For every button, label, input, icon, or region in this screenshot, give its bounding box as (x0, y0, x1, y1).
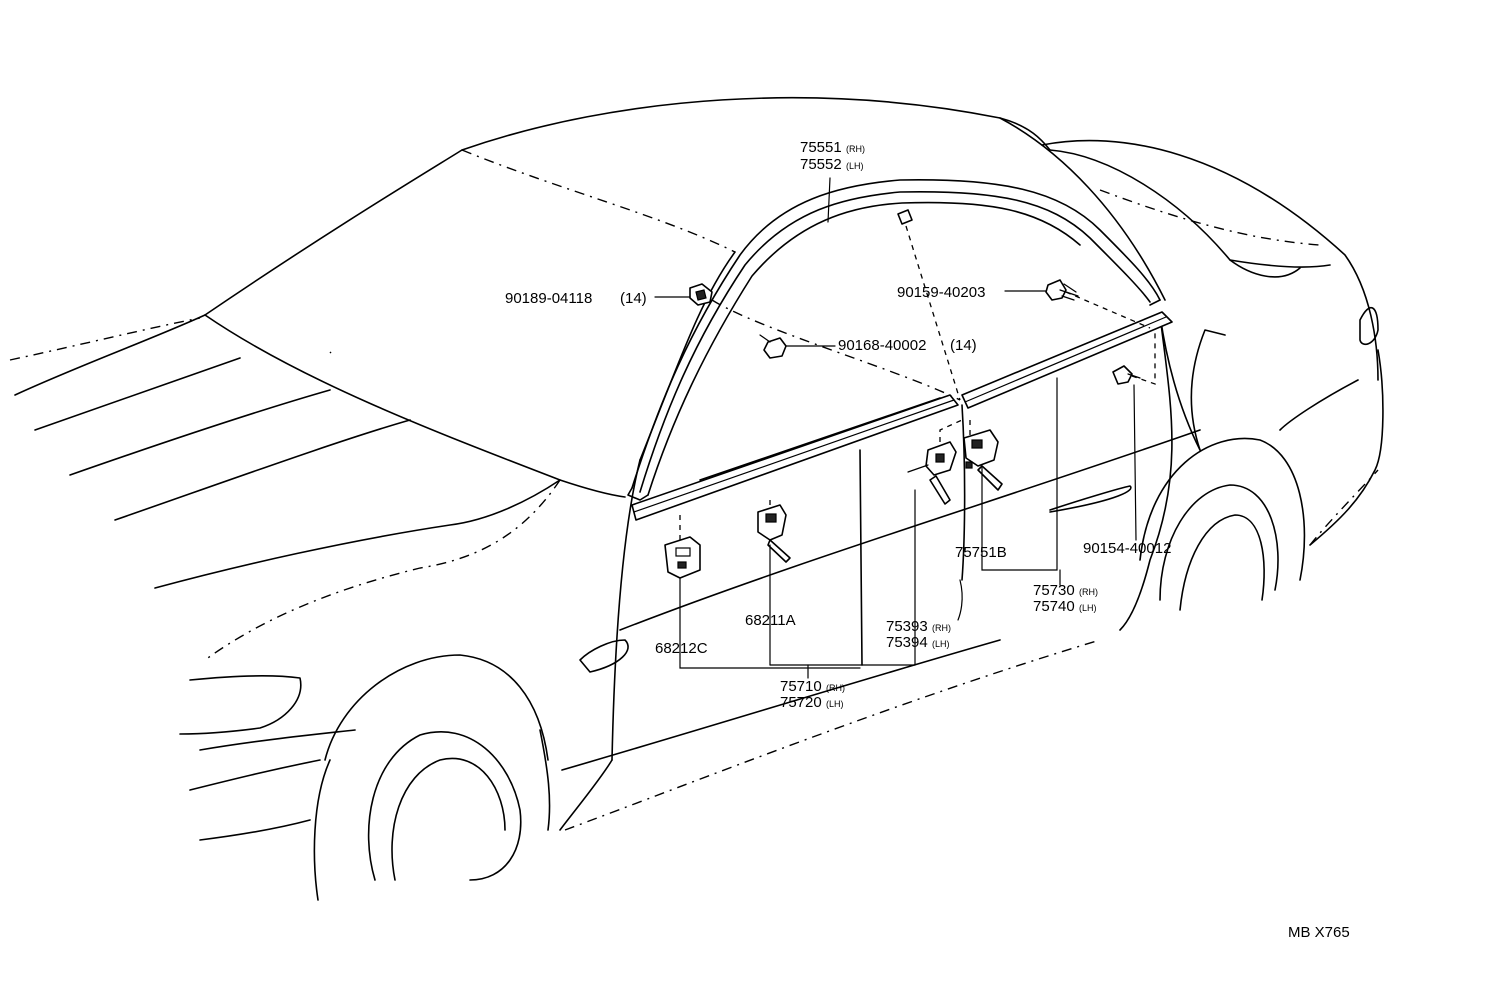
svg-text:68212C: 68212C (655, 640, 708, 657)
part-label-90189: 90189-04118 (14) (505, 290, 647, 307)
part-label-75393: 75393 (RH) (886, 618, 951, 635)
svg-text:(14): (14) (620, 290, 647, 307)
belt-moulding-front (631, 394, 959, 521)
part-label-68212C: 68212C (655, 640, 708, 657)
belt-moulding-rear (961, 311, 1173, 409)
svg-text:75552: 75552 (800, 156, 842, 173)
svg-text:75394: 75394 (886, 634, 928, 651)
part-label-75710: 75710 (RH) (780, 678, 845, 695)
clip-upper-75551 (897, 209, 913, 225)
part-label-75751B: 75751B (955, 544, 1007, 561)
svg-text:90168-40002: 90168-40002 (838, 337, 926, 354)
svg-text:(LH): (LH) (826, 699, 844, 709)
part-label-75740: 75740 (LH) (1033, 598, 1097, 615)
clip-75393 (907, 441, 957, 505)
part-label-90154: 90154-40012 (1083, 540, 1171, 557)
screw-90154 (1112, 365, 1141, 385)
svg-text:(LH): (LH) (932, 639, 950, 649)
svg-text:(LH): (LH) (846, 161, 864, 171)
svg-text:75740: 75740 (1033, 598, 1075, 615)
svg-text:(RH): (RH) (1079, 587, 1098, 597)
svg-text:68211A: 68211A (745, 612, 796, 629)
clip-68211A (757, 504, 791, 563)
svg-text:75720: 75720 (780, 694, 822, 711)
svg-text:75730: 75730 (1033, 582, 1075, 599)
screw-90168 (759, 334, 787, 359)
svg-text:75551: 75551 (800, 139, 842, 156)
part-label-75730: 75730 (RH) (1033, 582, 1098, 599)
part-label-75551: 75551 (RH) (800, 139, 865, 156)
part-label-90168: 90168-40002 (14) (838, 337, 977, 354)
svg-text:75710: 75710 (780, 678, 822, 695)
svg-text:90159-40203: 90159-40203 (897, 284, 985, 301)
svg-text:(RH): (RH) (932, 623, 951, 633)
roof-drip-moulding (627, 178, 1161, 501)
car-body-outline (9, 97, 1384, 901)
clip-75751B (963, 429, 1003, 491)
reference-code: MB X765 (1288, 924, 1350, 941)
svg-text:90189-04118: 90189-04118 (505, 290, 592, 307)
svg-text:90154-40012: 90154-40012 (1083, 540, 1171, 557)
part-label-90159: 90159-40203 (897, 284, 985, 301)
svg-text:(RH): (RH) (846, 144, 865, 154)
part-label-75394: 75394 (LH) (886, 634, 950, 651)
clip-68212C (664, 536, 701, 579)
svg-text:75393: 75393 (886, 618, 928, 635)
svg-text:(LH): (LH) (1079, 603, 1097, 613)
svg-text:75751B: 75751B (955, 544, 1007, 561)
part-label-75552: 75552 (LH) (800, 156, 864, 173)
part-label-75720: 75720 (LH) (780, 694, 844, 711)
clip-90189 (689, 283, 713, 306)
svg-text:(RH): (RH) (826, 683, 845, 693)
svg-text:(14): (14) (950, 337, 977, 354)
leader-lines (654, 177, 1156, 679)
part-label-68211A: 68211A (745, 612, 796, 629)
screw-90159 (1045, 279, 1079, 301)
